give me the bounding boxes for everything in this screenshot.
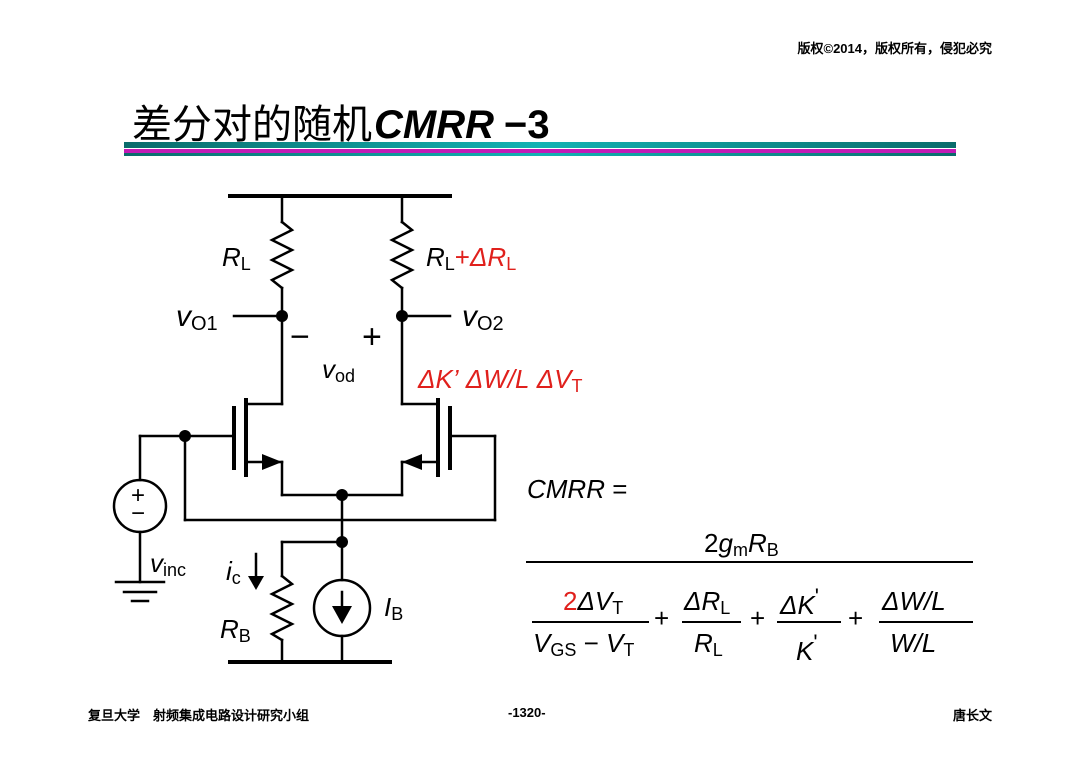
- rl-left-resistor: [269, 220, 295, 290]
- title-cmrr: CMRR: [374, 103, 494, 147]
- footer-page-number: -1320-: [508, 705, 546, 720]
- title-underline-top: [124, 142, 956, 148]
- term4-numerator: ΔW/L: [882, 586, 946, 616]
- rb-label: RB: [220, 614, 251, 646]
- vod-label: vod: [322, 354, 356, 386]
- title-chinese: 差分对的随机: [132, 102, 372, 148]
- node-tail-bottom: [336, 536, 348, 548]
- rl-left-label: RL: [222, 242, 251, 274]
- node-vo2: [396, 310, 408, 322]
- vinc-label: vinc: [150, 548, 187, 580]
- vod-plus-sign: +: [362, 318, 382, 356]
- plus-3: +: [848, 603, 864, 633]
- rb-resistor: [269, 574, 295, 642]
- term4-denominator: W/L: [890, 628, 937, 658]
- term1-denominator: VGS − VT: [533, 628, 635, 660]
- copyright-notice: 版权©2014，版权所有，侵犯必究: [797, 41, 993, 56]
- term2-numerator: ΔRL: [684, 586, 731, 618]
- vo1-label: vO1: [176, 300, 218, 335]
- m1-source-arrow: [262, 454, 282, 470]
- ib-label: IB: [384, 592, 404, 624]
- rl-right-label: RL+ΔRL: [426, 242, 517, 274]
- ib-arrow: [332, 606, 352, 624]
- title-suffix: −3: [503, 103, 550, 147]
- node-gate-left: [179, 430, 191, 442]
- slide-title: 差分对的随机 CMRR −3: [132, 92, 550, 150]
- vod-minus-sign: −: [290, 318, 310, 356]
- title-underline-bottom: [124, 153, 956, 156]
- plus-2: +: [750, 603, 766, 633]
- title-underline-middle: [124, 149, 956, 153]
- ic-arrow: [248, 576, 264, 590]
- rl-right-resistor: [389, 220, 415, 290]
- cmrr-lhs: CMRR =: [527, 474, 628, 504]
- node-vo1: [276, 310, 288, 322]
- footer-author: 唐长文: [952, 708, 992, 723]
- term1-numerator: 2ΔVT: [563, 586, 624, 618]
- vo2-label: vO2: [462, 300, 504, 335]
- node-tail: [336, 489, 348, 501]
- formula-numerator: 2gmRB: [704, 528, 779, 560]
- vinc-plus-sign: +: [131, 482, 146, 509]
- mismatch-label: ΔK’ ΔW/L ΔVT: [418, 364, 583, 396]
- term2-denominator: RL: [694, 628, 723, 660]
- term3-denominator: K': [796, 630, 818, 666]
- m2-source-arrow: [402, 454, 422, 470]
- plus-1: +: [654, 603, 670, 633]
- vinc-minus-sign: −: [131, 500, 146, 527]
- term3-numerator: ΔK': [780, 584, 819, 620]
- ic-label: ic: [226, 556, 241, 588]
- footer-institution: 复旦大学 射频集成电路设计研究小组: [88, 708, 310, 723]
